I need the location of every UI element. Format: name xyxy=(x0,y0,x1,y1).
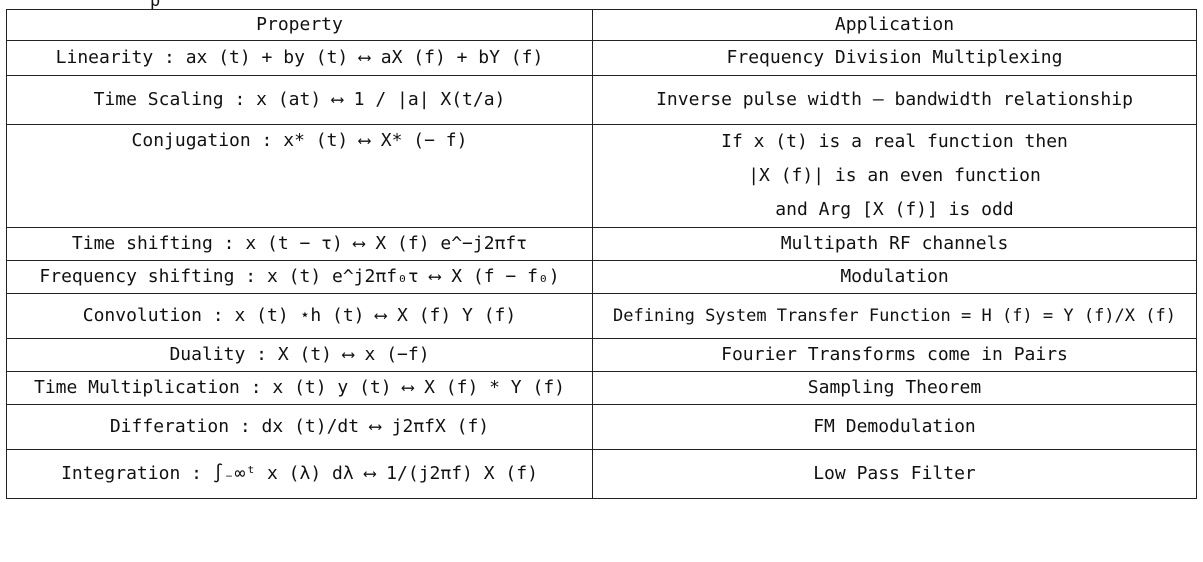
table-row: Duality : X (t) ⟷ x (−f) Fourier Transfo… xyxy=(6,338,1197,372)
property-cell: Convolution : x (t) ⋆h (t) ⟷ X (f) Y (f) xyxy=(6,293,593,339)
table-row: Time shifting : x (t − τ) ⟷ X (f) e^−j2π… xyxy=(6,227,1197,261)
property-cell: Time shifting : x (t − τ) ⟷ X (f) e^−j2π… xyxy=(6,227,593,261)
property-cell: Duality : X (t) ⟷ x (−f) xyxy=(6,338,593,372)
application-cell: Multipath RF channels xyxy=(592,227,1197,261)
application-cell: Defining System Transfer Function = H (f… xyxy=(592,293,1197,339)
application-line: If x (t) is a real function then xyxy=(721,131,1068,152)
application-cell: Inverse pulse width – bandwidth relation… xyxy=(592,75,1197,125)
header-property: Property xyxy=(6,9,593,41)
property-cell: Frequency shifting : x (t) e^j2πf₀τ ⟷ X … xyxy=(6,260,593,294)
application-cell: Frequency Division Multiplexing xyxy=(592,40,1197,76)
header-application: Application xyxy=(592,9,1197,41)
table-row: Frequency shifting : x (t) e^j2πf₀τ ⟷ X … xyxy=(6,260,1197,294)
table-row: Differation : dx (t)/dt ⟷ j2πfX (f) FM D… xyxy=(6,404,1197,450)
application-cell: If x (t) is a real function then |X (f)|… xyxy=(592,124,1197,228)
table-row: Time Multiplication : x (t) y (t) ⟷ X (f… xyxy=(6,371,1197,405)
property-cell: Integration : ∫₋∞ᵗ x (λ) dλ ⟷ 1/(j2πf) X… xyxy=(6,449,593,499)
application-cell: Fourier Transforms come in Pairs xyxy=(592,338,1197,372)
application-cell: FM Demodulation xyxy=(592,404,1197,450)
property-cell: Linearity : ax (t) + by (t) ⟷ aX (f) + b… xyxy=(6,40,593,76)
application-cell: Low Pass Filter xyxy=(592,449,1197,499)
table-row: Conjugation : x* (t) ⟷ X* (− f) If x (t)… xyxy=(6,124,1197,228)
header-row: Property Application xyxy=(6,9,1197,41)
application-line: and Arg [X (f)] is odd xyxy=(775,199,1014,220)
table-row: Linearity : ax (t) + by (t) ⟷ aX (f) + b… xyxy=(6,40,1197,76)
table-row: Integration : ∫₋∞ᵗ x (λ) dλ ⟷ 1/(j2πf) X… xyxy=(6,449,1197,499)
application-cell: Modulation xyxy=(592,260,1197,294)
application-cell: Sampling Theorem xyxy=(592,371,1197,405)
property-cell: Conjugation : x* (t) ⟷ X* (− f) xyxy=(6,124,593,228)
clipped-text-fragment: p xyxy=(150,0,161,11)
application-line: |X (f)| is an even function xyxy=(748,165,1041,186)
property-cell: Time Multiplication : x (t) y (t) ⟷ X (f… xyxy=(6,371,593,405)
property-cell: Time Scaling : x (at) ⟷ 1 / |a| X(t/a) xyxy=(6,75,593,125)
table-row: Convolution : x (t) ⋆h (t) ⟷ X (f) Y (f)… xyxy=(6,293,1197,339)
fourier-properties-table: Property Application Linearity : ax (t) … xyxy=(6,9,1197,499)
property-cell: Differation : dx (t)/dt ⟷ j2πfX (f) xyxy=(6,404,593,450)
table-row: Time Scaling : x (at) ⟷ 1 / |a| X(t/a) I… xyxy=(6,75,1197,125)
